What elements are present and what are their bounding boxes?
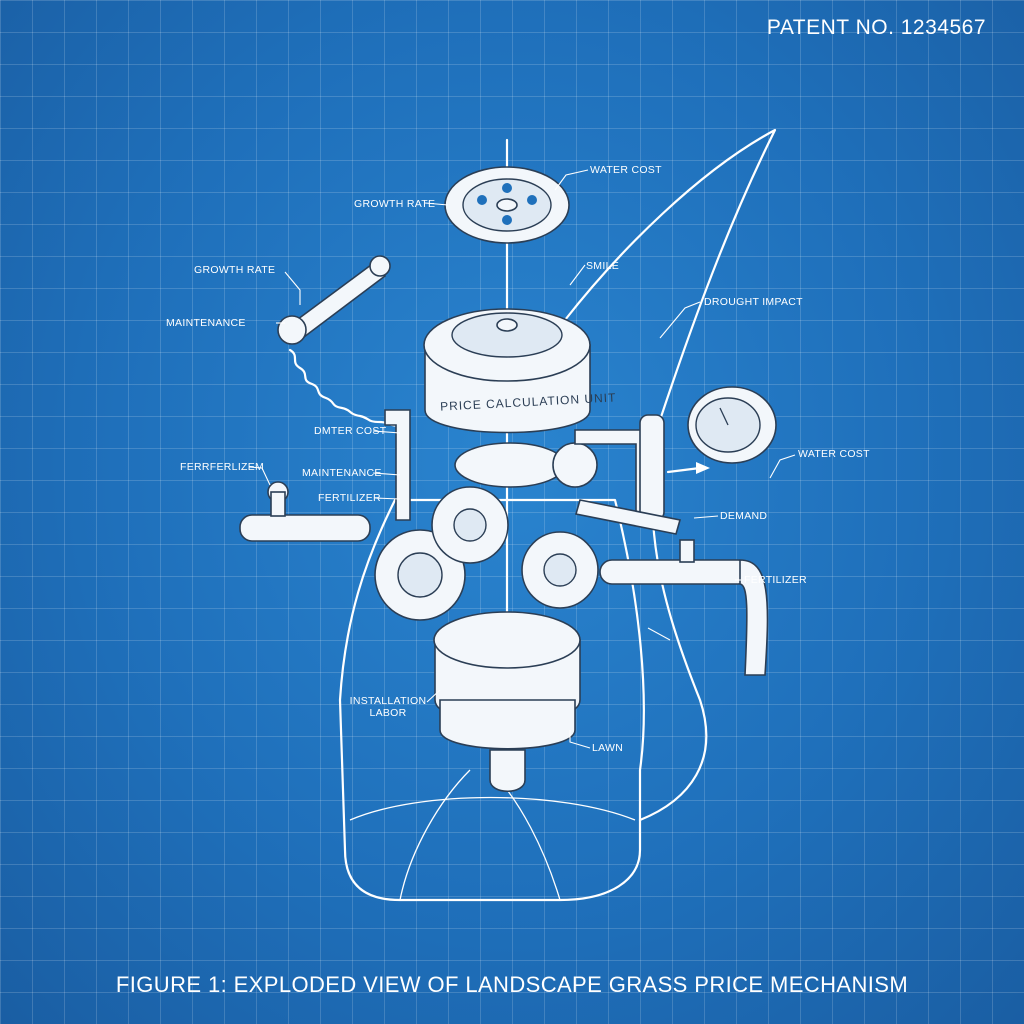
horizontal-pipe	[239, 481, 769, 676]
top-gear	[444, 166, 570, 244]
callout-fertilizer-left: FERRFERLIZEM	[180, 461, 265, 473]
leader-lines	[248, 169, 796, 749]
callout-installation-labor: INSTALLATION LABOR	[349, 695, 427, 719]
callout-demand: DEMAND	[720, 510, 768, 522]
callout-growth-rate-left: GROWTH RATE	[194, 264, 276, 276]
base-cup	[338, 498, 645, 902]
callout-fertilizer-mid: FERTILIZER	[318, 492, 381, 504]
callout-water-cost-mid: DMTER COST	[314, 425, 387, 437]
price-calculation-drum	[423, 308, 591, 434]
callout-water-cost-top: WATER COST	[590, 164, 662, 176]
callout-smile: SMILE	[586, 260, 620, 272]
grass-blade	[563, 128, 777, 822]
bottom-gear-stack	[433, 611, 581, 792]
callout-drought-impact: DROUGHT IMPACT	[704, 296, 803, 308]
callout-maintenance-mid: MAINTENANCE	[302, 467, 382, 479]
right-frame	[574, 414, 682, 535]
callout-water-cost-right: WATER COST	[798, 448, 870, 460]
callout-growth-rate-top: GROWTH RATE	[354, 198, 436, 210]
lever-arm	[277, 255, 411, 521]
base-cup-rim	[349, 796, 636, 821]
callout-lawn: LAWN	[592, 742, 624, 754]
patent-number: PATENT NO. 1234567	[766, 16, 986, 39]
figure-caption: FIGURE 1: EXPLODED VIEW OF LANDSCAPE GRA…	[115, 972, 909, 997]
callout-fertilizer-right: FERTILIZER	[744, 574, 807, 586]
base-cup-inner	[399, 769, 561, 901]
pressure-gauge	[666, 386, 777, 474]
center-gear-cluster	[374, 442, 599, 621]
callout-maintenance-left: MAINTENANCE	[166, 317, 246, 329]
